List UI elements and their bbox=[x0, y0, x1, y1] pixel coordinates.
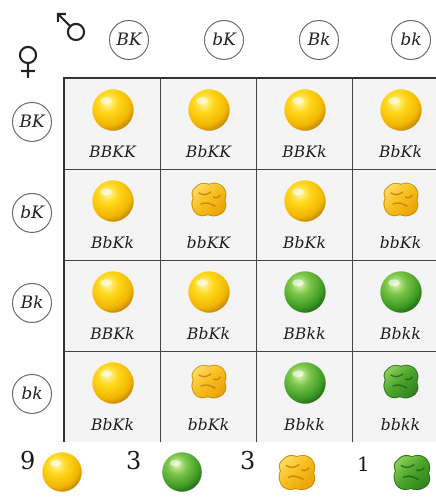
pea-image bbox=[188, 360, 230, 406]
pea-image bbox=[90, 87, 136, 137]
punnett-cell: bbKk bbox=[353, 170, 436, 261]
pea-image bbox=[282, 178, 328, 228]
male-gamete: bk bbox=[391, 20, 431, 60]
female-gamete: BK bbox=[12, 102, 52, 142]
pea-image bbox=[186, 87, 232, 137]
yellow-round-pea-icon bbox=[379, 89, 422, 131]
green-round-pea-icon bbox=[283, 271, 326, 313]
punnett-cell: BbKk bbox=[257, 170, 353, 261]
punnett-cell: Bbkk bbox=[257, 352, 353, 442]
punnett-cell: BbKK bbox=[161, 79, 257, 170]
genotype-label: bbKk bbox=[379, 234, 422, 252]
yellow-round-pea-icon bbox=[283, 89, 326, 131]
phenotype-count: 9 bbox=[20, 447, 36, 475]
pea-image bbox=[188, 178, 230, 224]
female-gamete: bk bbox=[12, 374, 52, 414]
phenotype-pea bbox=[390, 450, 434, 498]
pea-image bbox=[90, 360, 136, 410]
genotype-label: BBKk bbox=[90, 325, 135, 343]
pea-image bbox=[282, 269, 328, 319]
punnett-cell: BBkk bbox=[257, 261, 353, 352]
genotype-label: Bbkk bbox=[284, 416, 325, 434]
genotype-label: bbkk bbox=[380, 416, 421, 434]
female-gamete: Bk bbox=[12, 283, 52, 323]
genotype-label: BbKK bbox=[185, 143, 232, 161]
punnett-cell: BbKk bbox=[65, 170, 161, 261]
yellow-wrinkled-pea-icon bbox=[191, 182, 226, 217]
punnett-cell: bbKk bbox=[161, 352, 257, 442]
green-round-pea-icon bbox=[162, 452, 202, 492]
punnett-cell: bbKK bbox=[161, 170, 257, 261]
pea-image bbox=[378, 269, 424, 319]
genotype-label: BbKk bbox=[378, 143, 423, 161]
phenotype-pea bbox=[40, 450, 84, 498]
yellow-round-pea-icon bbox=[187, 271, 230, 313]
genotype-label: BbKk bbox=[186, 325, 231, 343]
yellow-wrinkled-pea-icon bbox=[191, 364, 226, 399]
female-gamete: bK bbox=[12, 193, 52, 233]
male-symbol-icon bbox=[56, 12, 86, 42]
green-round-pea-icon bbox=[283, 362, 326, 404]
yellow-round-pea-icon bbox=[91, 362, 134, 404]
male-gamete: bK bbox=[204, 20, 244, 60]
phenotype-count: 3 bbox=[240, 447, 256, 475]
pea-image bbox=[282, 360, 328, 410]
pea-image bbox=[90, 269, 136, 319]
genotype-label: BBKK bbox=[89, 143, 136, 161]
pea-image bbox=[282, 87, 328, 137]
yellow-wrinkled-pea-icon bbox=[383, 182, 418, 217]
yellow-round-pea-icon bbox=[283, 180, 326, 222]
punnett-cell: BBKk bbox=[65, 261, 161, 352]
punnett-cell: BBKk bbox=[257, 79, 353, 170]
punnett-cell: BbKk bbox=[65, 352, 161, 442]
phenotype-count: 3 bbox=[126, 447, 142, 475]
green-round-pea-icon bbox=[379, 271, 422, 313]
punnett-cell: Bbkk bbox=[353, 261, 436, 352]
pea-image bbox=[380, 178, 422, 224]
phenotype-count: 1 bbox=[357, 452, 370, 476]
genotype-label: BbKk bbox=[90, 234, 135, 252]
phenotype-pea bbox=[160, 450, 204, 498]
genotype-label: Bbkk bbox=[380, 325, 421, 343]
pea-image bbox=[380, 360, 422, 406]
yellow-round-pea-icon bbox=[187, 89, 230, 131]
punnett-cell: BbKk bbox=[353, 79, 436, 170]
green-wrinkled-pea-icon bbox=[393, 454, 431, 491]
genotype-label: bbKk bbox=[187, 416, 230, 434]
green-wrinkled-pea-icon bbox=[383, 364, 418, 399]
pea-image bbox=[378, 87, 424, 137]
yellow-round-pea-icon bbox=[42, 452, 82, 492]
male-gamete: BK bbox=[109, 20, 149, 60]
genotype-label: BBkk bbox=[283, 325, 326, 343]
punnett-cell: BbKk bbox=[161, 261, 257, 352]
phenotype-pea bbox=[275, 450, 319, 498]
male-symbol bbox=[52, 6, 92, 46]
pea-image bbox=[186, 269, 232, 319]
genotype-label: BbKk bbox=[282, 234, 327, 252]
male-gamete: Bk bbox=[299, 20, 339, 60]
punnett-cell: BBKK bbox=[65, 79, 161, 170]
genotype-label: bbKK bbox=[186, 234, 231, 252]
yellow-wrinkled-pea-icon bbox=[278, 454, 316, 491]
female-symbol-icon bbox=[18, 45, 38, 78]
punnett-cell: bbkk bbox=[353, 352, 436, 442]
yellow-round-pea-icon bbox=[91, 180, 134, 222]
genotype-label: BBKk bbox=[282, 143, 327, 161]
female-symbol bbox=[14, 42, 44, 82]
genotype-label: BbKk bbox=[90, 416, 135, 434]
pea-image bbox=[90, 178, 136, 228]
yellow-round-pea-icon bbox=[91, 89, 134, 131]
yellow-round-pea-icon bbox=[91, 271, 134, 313]
